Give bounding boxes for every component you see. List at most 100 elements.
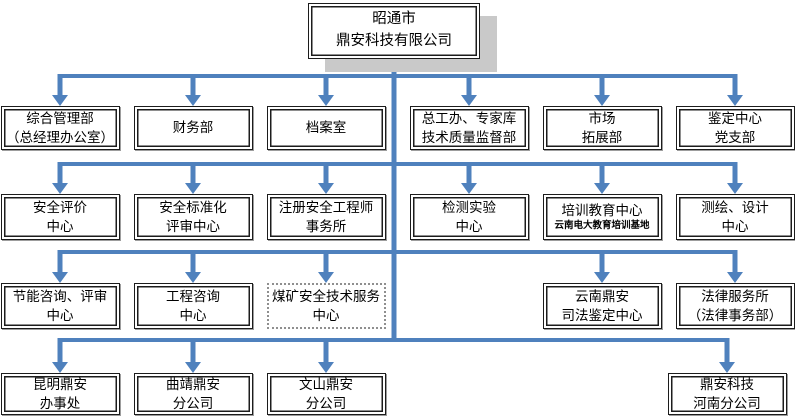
arrow-stem: [599, 254, 605, 273]
node-label-line: 安全标准化: [159, 199, 227, 215]
arrow-stem: [732, 78, 738, 96]
arrow-stem: [190, 166, 196, 184]
node-label-line: （总经理办公室）: [6, 130, 114, 145]
node-label-line: 拓展部: [581, 130, 623, 145]
general-management-dept-box: 综合管理部 （总经理办公室）: [0, 106, 120, 150]
node-label-line: 中心: [455, 219, 483, 234]
arrow-head: [594, 95, 610, 106]
engineering-consulting-center-box: 工程咨询中心: [133, 283, 253, 329]
arrow-head: [461, 183, 477, 194]
node-label-line: 综合管理部: [26, 110, 94, 126]
company-root-box: 昭通市 鼎安科技有限公司: [308, 3, 480, 59]
arrow-head: [727, 183, 743, 194]
arrow-head: [594, 272, 610, 283]
legal-service-office-box: 法律服务所 （法律事务部）: [675, 283, 795, 329]
arrow-stem: [599, 166, 605, 184]
arrow-head: [318, 95, 334, 106]
arrow-stem: [732, 166, 738, 184]
market-expansion-dept-box: 市场拓展部: [542, 106, 662, 150]
appraisal-center-party-branch-box: 鉴定中心党支部: [675, 106, 795, 150]
arrow-head: [318, 183, 334, 194]
node-sublabel: 云南电大教育培训基地: [554, 220, 650, 232]
finance-dept-box: 财务部: [133, 106, 253, 150]
arrow-stem: [57, 342, 63, 363]
node-label-line: 培训教育中心: [561, 203, 643, 219]
arrow-stem: [190, 342, 196, 363]
node-label-line: 注册安全工程师: [278, 199, 374, 215]
arrow-stem: [323, 254, 329, 273]
registered-safety-engineer-office-box: 注册安全工程师事务所: [266, 194, 386, 240]
arrow-stem: [724, 342, 730, 363]
node-label-line: 节能咨询、评审: [12, 288, 108, 304]
arrow-stem: [466, 166, 472, 184]
arrow-stem: [323, 78, 329, 96]
node-label-line: 鉴定中心: [708, 110, 762, 126]
arrow-head: [52, 95, 68, 106]
archives-room-box: 档案室: [266, 106, 386, 150]
arrow-stem: [190, 254, 196, 273]
level-1-connector: [57, 74, 738, 78]
arrow-stem: [57, 254, 63, 273]
node-label-line: 煤矿安全技术服务: [272, 288, 380, 304]
node-label-line: 河南分公司: [693, 396, 761, 411]
node-label-line: （法律事务部）: [687, 308, 783, 323]
arrow-stem: [323, 342, 329, 363]
node-label-line: 鼎安科技: [700, 376, 754, 392]
arrow-head: [185, 362, 201, 373]
arrow-stem: [57, 78, 63, 96]
arrow-head: [727, 95, 743, 106]
node-label-line: 安全评价: [33, 199, 87, 215]
arrow-head: [318, 362, 334, 373]
level-2-connector: [57, 162, 738, 166]
arrow-stem: [190, 78, 196, 96]
company-root-label-line1: 昭通市: [372, 11, 416, 28]
node-label-line: 中心: [46, 219, 74, 234]
node-label-line: 市场: [588, 110, 616, 126]
node-label-line: 党支部: [714, 130, 756, 145]
arrow-stem: [57, 166, 63, 184]
node-label-line: 法律服务所: [701, 288, 769, 304]
arrow-head: [185, 95, 201, 106]
arrow-stem: [466, 78, 472, 96]
safety-evaluation-center-box: 安全评价中心: [0, 194, 120, 240]
chief-engineer-office-quality-dept-box: 总工办、专家库技术质量监督部: [409, 106, 529, 150]
node-label-line: 中心: [179, 308, 207, 323]
coal-mine-safety-tech-service-center-box: 煤矿安全技术服务中心: [266, 283, 386, 329]
node-label-line: 曲靖鼎安: [166, 376, 220, 392]
arrow-stem: [732, 254, 738, 273]
node-label-line: 财务部: [172, 120, 214, 136]
arrow-stem: [323, 166, 329, 184]
node-label-line: 评审中心: [166, 219, 220, 234]
testing-laboratory-center-box: 检测实验中心: [409, 194, 529, 240]
node-label-line: 分公司: [172, 396, 214, 411]
arrow-head: [594, 183, 610, 194]
wenshan-dingan-branch-box: 文山鼎安分公司: [266, 373, 386, 415]
arrow-head: [318, 272, 334, 283]
node-label-line: 昆明鼎安: [33, 376, 87, 392]
arrow-head: [185, 272, 201, 283]
energy-consulting-review-center-box: 节能咨询、评审中心: [0, 283, 120, 329]
level-4-connector: [57, 338, 730, 342]
arrow-head: [461, 95, 477, 106]
node-label-line: 技术质量监督部: [421, 130, 517, 145]
node-label-line: 云南鼎安: [575, 288, 629, 304]
node-label-line: 中心: [312, 308, 340, 323]
node-label-line: 档案室: [305, 120, 347, 136]
company-root-label-line2: 鼎安科技有限公司: [336, 33, 452, 49]
qujing-dingan-branch-box: 曲靖鼎安分公司: [133, 373, 253, 415]
surveying-design-center-box: 测绘、设计中心: [675, 194, 795, 240]
training-education-center-box: 培训教育中心云南电大教育培训基地: [542, 194, 662, 240]
arrow-head: [52, 272, 68, 283]
kunming-dingan-office-box: 昆明鼎安办事处: [0, 373, 120, 415]
node-label-line: 事务所: [305, 219, 347, 234]
node-label-line: 工程咨询: [166, 288, 220, 304]
safety-standardization-review-center-box: 安全标准化评审中心: [133, 194, 253, 240]
arrow-head: [185, 183, 201, 194]
node-label-line: 中心: [46, 308, 74, 323]
node-label-line: 办事处: [39, 396, 81, 411]
arrow-stem: [599, 78, 605, 96]
node-label-line: 司法鉴定中心: [561, 308, 643, 323]
node-label-line: 中心: [721, 219, 749, 234]
